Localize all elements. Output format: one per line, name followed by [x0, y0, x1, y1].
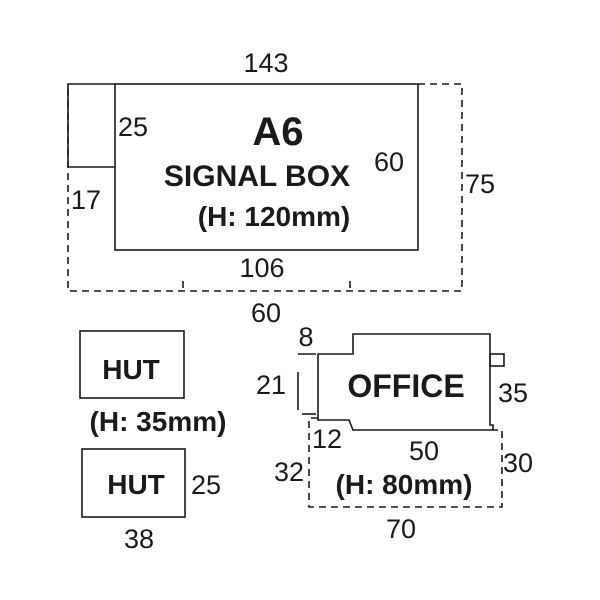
- dim-office-12: 12: [312, 424, 342, 454]
- hut-1-group: HUT (H: 35mm): [79, 330, 227, 437]
- dim-signal-box-bottom: 60: [251, 298, 281, 328]
- dim-office-70: 70: [386, 514, 416, 544]
- dim-signal-box-left: 17: [71, 185, 101, 215]
- office-label: OFFICE: [347, 368, 464, 404]
- dim-office-8: 8: [298, 322, 313, 352]
- hut-2-label: HUT: [107, 469, 165, 500]
- hut-2-building: [81, 448, 186, 518]
- signal-box-annex: [67, 83, 115, 168]
- dim-signal-box-inner-height: 60: [374, 147, 404, 177]
- dim-signal-box-right: 75: [465, 169, 495, 199]
- hut-1-label: HUT: [102, 354, 160, 385]
- signal-box-code: A6: [252, 110, 303, 154]
- dim-signal-box-top: 143: [243, 48, 288, 78]
- office-side-annex: [489, 353, 505, 367]
- office-site-outline: [308, 417, 503, 508]
- hut-1-height: (H: 35mm): [90, 406, 227, 437]
- signal-box-height: (H: 120mm): [198, 201, 350, 232]
- signal-box-site-outline: [67, 83, 463, 292]
- hut-1-building: [79, 330, 185, 399]
- dim-signal-box-notch: 25: [118, 112, 148, 142]
- dim-hut-2-height: 25: [191, 470, 221, 500]
- office-building: [317, 333, 494, 431]
- office-height: (H: 80mm): [336, 469, 473, 500]
- dim-hut-2-width: 38: [124, 524, 154, 554]
- signal-box-group: 143 25 17 60 75 106 60 A6 SIGNAL BOX (H:…: [67, 48, 495, 328]
- dim-office-32: 32: [274, 457, 304, 487]
- signal-box-name: SIGNAL BOX: [164, 160, 350, 193]
- signal-box-building: [114, 83, 419, 251]
- dim-office-21: 21: [256, 370, 286, 400]
- dim-signal-box-inner-width: 106: [239, 253, 284, 283]
- hut-2-group: HUT 25 38: [81, 448, 221, 554]
- dim-office-50: 50: [409, 436, 439, 466]
- dim-office-30: 30: [503, 448, 533, 478]
- dim-office-35: 35: [498, 378, 528, 408]
- office-group: OFFICE (H: 80mm) 8 21 35 12 50 32 30 70: [256, 322, 533, 544]
